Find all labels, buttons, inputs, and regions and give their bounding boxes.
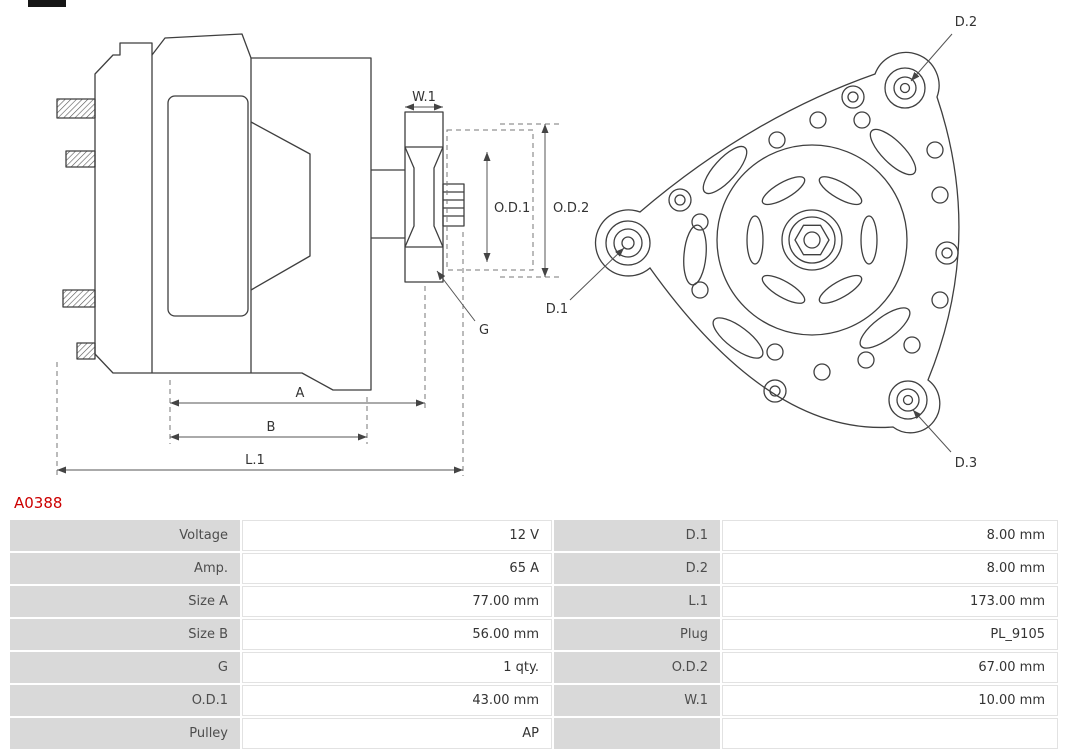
dim-label-od2: O.D.2 [553, 201, 589, 216]
vent-holes [691, 111, 949, 381]
pulley [404, 111, 444, 283]
spec-row: O.D.1 43.00 mm W.1 10.00 mm [10, 685, 1058, 716]
through-bolts [668, 85, 959, 403]
dim-label-d2: D.2 [955, 15, 977, 30]
front-view-callouts: D.2 D.1 D.3 [546, 15, 977, 471]
part-number: A0388 [14, 494, 63, 512]
spec-row: Voltage 12 V D.1 8.00 mm [10, 520, 1058, 551]
leader-d1 [569, 247, 625, 301]
spec-row: Size B 56.00 mm Plug PL_9105 [10, 619, 1058, 650]
spec-value-cell: AP [242, 718, 552, 749]
spec-value-cell [722, 718, 1058, 749]
spec-value-cell: PL_9105 [722, 619, 1058, 650]
spec-label-cell: Plug [554, 619, 720, 650]
dim-label-l1: L.1 [245, 453, 265, 468]
stator-section [167, 95, 249, 317]
spec-row: Pulley AP [10, 718, 1058, 749]
spec-label-cell [554, 718, 720, 749]
spec-value-cell: 8.00 mm [722, 553, 1058, 584]
spec-value-cell: 10.00 mm [722, 685, 1058, 716]
mounting-ear-bottom-right [888, 380, 928, 420]
leader-g [436, 270, 476, 322]
dim-label-a: A [296, 386, 305, 401]
spec-value-cell: 12 V [242, 520, 552, 551]
side-body-outline [94, 33, 372, 391]
spec-value-cell: 8.00 mm [722, 520, 1058, 551]
mounting-ear-left [605, 220, 651, 266]
spec-label-cell: O.D.1 [10, 685, 240, 716]
leader-d3 [912, 409, 952, 453]
spec-value-cell: 173.00 mm [722, 586, 1058, 617]
spec-label-cell: W.1 [554, 685, 720, 716]
fan-slots [746, 176, 878, 304]
logo-fragment [28, 0, 66, 7]
shaft-thread [442, 183, 465, 227]
leader-d2 [910, 33, 953, 82]
spec-table: Voltage 12 V D.1 8.00 mm Amp. 65 A D.2 8… [8, 518, 1060, 751]
technical-drawing: W.1 O.D.1 O.D.2 G A B L.1 [56, 15, 977, 476]
shaft-nut [794, 224, 830, 256]
dim-label-d3: D.3 [955, 456, 977, 471]
dim-label-d1: D.1 [546, 302, 568, 317]
spec-value-cell: 77.00 mm [242, 586, 552, 617]
spec-label-cell: D.2 [554, 553, 720, 584]
mounting-ear-top-right [884, 67, 926, 109]
alternator-side-view [56, 33, 465, 391]
spec-label-cell: Pulley [10, 718, 240, 749]
front-bracket-interior [250, 121, 311, 291]
spec-value-cell: 1 qty. [242, 652, 552, 683]
spec-row: Size A 77.00 mm L.1 173.00 mm [10, 586, 1058, 617]
dim-label-w1: W.1 [412, 90, 436, 105]
spec-label-cell: G [10, 652, 240, 683]
spec-label-cell: Voltage [10, 520, 240, 551]
spec-label-cell: O.D.2 [554, 652, 720, 683]
spec-label-cell: D.1 [554, 520, 720, 551]
spec-value-cell: 56.00 mm [242, 619, 552, 650]
spec-value-cell: 65 A [242, 553, 552, 584]
spec-row: Amp. 65 A D.2 8.00 mm [10, 553, 1058, 584]
spec-value-cell: 43.00 mm [242, 685, 552, 716]
spec-value-cell: 67.00 mm [722, 652, 1058, 683]
terminal-studs [56, 98, 96, 360]
spec-label-cell: Size B [10, 619, 240, 650]
alternator-front-view [594, 51, 960, 434]
dim-label-g: G [479, 323, 489, 338]
spec-row: G 1 qty. O.D.2 67.00 mm [10, 652, 1058, 683]
side-view-dimensions: W.1 O.D.1 O.D.2 G A B L.1 [56, 90, 589, 476]
dim-label-od1: O.D.1 [494, 201, 530, 216]
front-body-outline [594, 51, 960, 434]
dim-label-b: B [267, 420, 276, 435]
web-cutouts [683, 128, 917, 359]
spec-label-cell: Size A [10, 586, 240, 617]
center-hub [716, 144, 908, 336]
spec-label-cell: Amp. [10, 553, 240, 584]
spec-label-cell: L.1 [554, 586, 720, 617]
